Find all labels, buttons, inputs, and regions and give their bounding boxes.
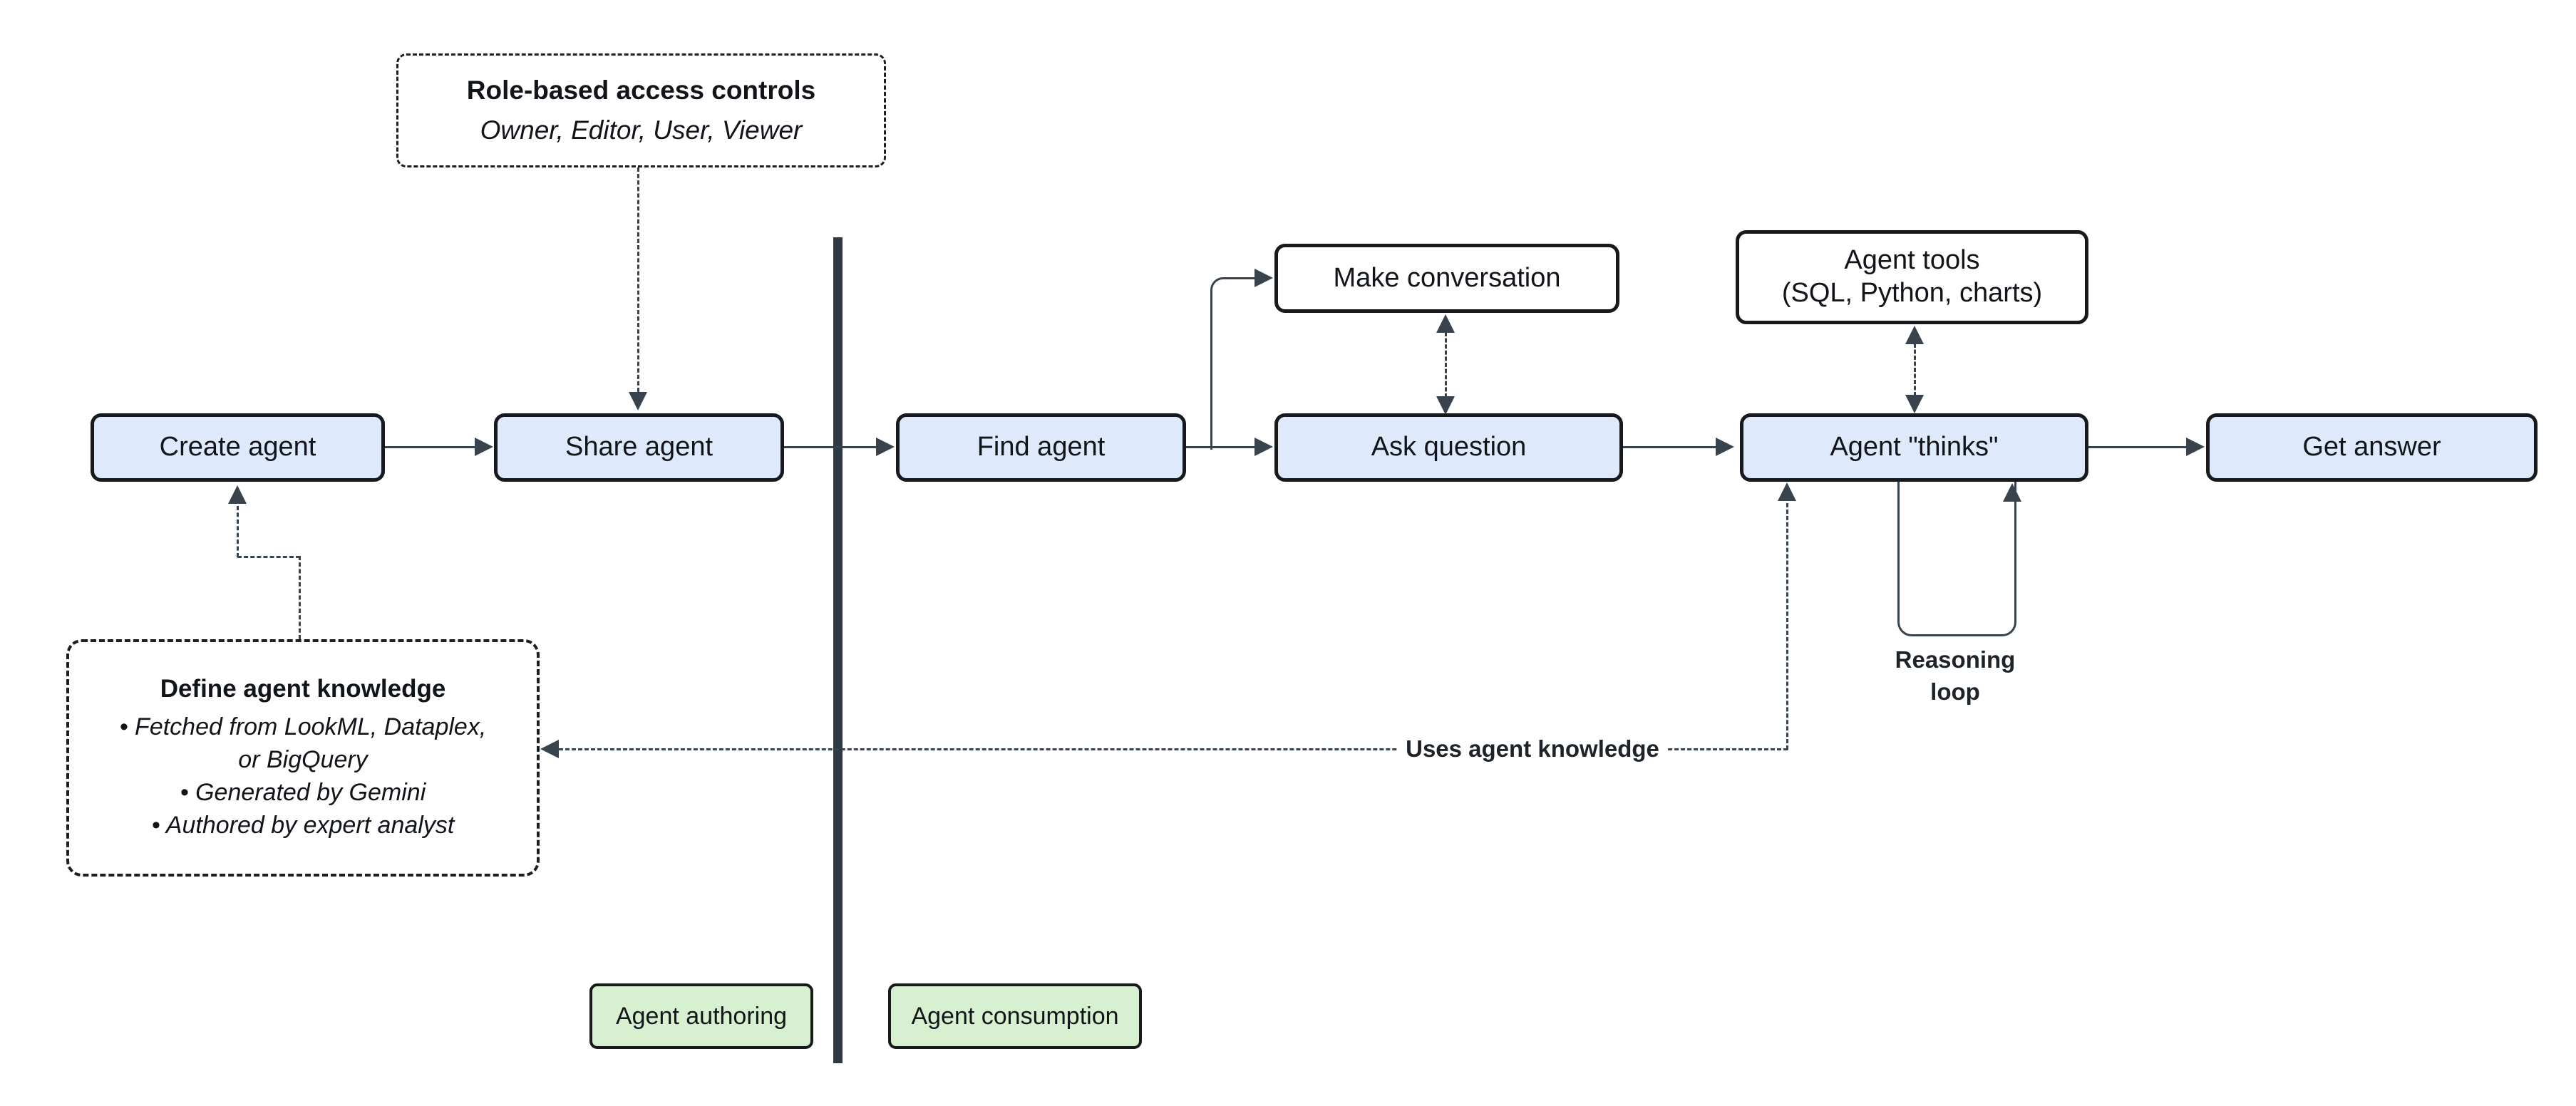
arrowhead-up-icon: [1778, 482, 1796, 501]
connector-find-to-make-conversation: [1210, 277, 1257, 450]
arrowhead-right-icon: [1254, 438, 1273, 456]
agent-tools-line2: (SQL, Python, charts): [1781, 278, 2043, 308]
tag-agent-consumption: Agent consumption: [888, 983, 1142, 1049]
arrowhead-right-icon: [1254, 269, 1273, 287]
connector-share-to-find: [784, 446, 876, 448]
connector-uses-knowledge-vertical: [1786, 503, 1788, 750]
arrowhead-right-icon: [1716, 438, 1734, 456]
node-share-agent: Share agent: [494, 413, 784, 482]
swimlane-divider: [833, 237, 843, 1063]
define-knowledge-line: • Fetched from LookML, Dataplex,: [119, 713, 487, 740]
find-agent-label: Find agent: [977, 432, 1106, 462]
arrowhead-up-icon: [2003, 483, 2021, 502]
connector-uses-knowledge-horizontal: [559, 748, 1788, 750]
make-conversation-label: Make conversation: [1333, 262, 1561, 293]
role-access-title: Role-based access controls: [466, 76, 816, 105]
arrowhead-down-icon: [629, 392, 647, 410]
node-agent-thinks: Agent "thinks": [1740, 413, 2088, 482]
agent-authoring-label: Agent authoring: [615, 1002, 788, 1030]
define-knowledge-line: or BigQuery: [238, 745, 368, 773]
connector-thinks-to-answer: [2088, 446, 2186, 448]
define-knowledge-title: Define agent knowledge: [160, 674, 446, 703]
node-make-conversation: Make conversation: [1274, 244, 1619, 313]
agent-tools-line1: Agent tools: [1844, 245, 1980, 276]
node-ask-question: Ask question: [1274, 413, 1623, 482]
node-define-agent-knowledge: Define agent knowledge • Fetched from Lo…: [66, 639, 540, 877]
arrowhead-down-icon: [1905, 395, 1924, 413]
get-answer-label: Get answer: [2302, 432, 2441, 462]
arrowhead-up-icon: [228, 485, 247, 504]
role-access-subtitle: Owner, Editor, User, Viewer: [480, 115, 803, 145]
agent-thinks-label: Agent "thinks": [1830, 432, 1999, 462]
share-agent-label: Share agent: [565, 432, 713, 462]
arrowhead-up-icon: [1436, 314, 1455, 333]
arrowhead-right-icon: [876, 438, 895, 456]
connector-create-to-share: [385, 446, 476, 448]
define-knowledge-line: • Authored by expert analyst: [151, 811, 455, 839]
node-agent-tools: Agent tools (SQL, Python, charts): [1736, 230, 2088, 324]
connector-knowledge-to-create-seg2: [237, 556, 300, 558]
connector-reasoning-loop: [1897, 482, 2016, 636]
arrowhead-down-icon: [1436, 396, 1455, 415]
reasoning-loop-label: Reasoning loop: [1895, 646, 2016, 705]
agent-consumption-label: Agent consumption: [911, 1002, 1119, 1030]
node-create-agent: Create agent: [91, 413, 385, 482]
node-role-based-access-controls: Role-based access controls Owner, Editor…: [396, 53, 886, 167]
connector-knowledge-to-create-seg3: [237, 506, 239, 557]
create-agent-label: Create agent: [159, 432, 316, 462]
node-find-agent: Find agent: [896, 413, 1186, 482]
connector-tools-thinks: [1914, 343, 1916, 396]
define-knowledge-line: • Generated by Gemini: [180, 778, 426, 806]
ask-question-label: Ask question: [1371, 432, 1527, 462]
node-get-answer: Get answer: [2206, 413, 2538, 482]
arrowhead-right-icon: [475, 438, 493, 456]
connector-role-to-share: [637, 167, 639, 392]
arrowhead-left-icon: [540, 740, 559, 758]
arrowhead-right-icon: [2186, 438, 2205, 456]
tag-agent-authoring: Agent authoring: [589, 983, 813, 1049]
arrowhead-up-icon: [1905, 326, 1924, 344]
connector-knowledge-to-create-seg1: [299, 556, 301, 639]
connector-conversation-ask: [1445, 332, 1447, 398]
connector-ask-to-thinks: [1623, 446, 1716, 448]
uses-agent-knowledge-label: Uses agent knowledge: [1398, 735, 1666, 763]
